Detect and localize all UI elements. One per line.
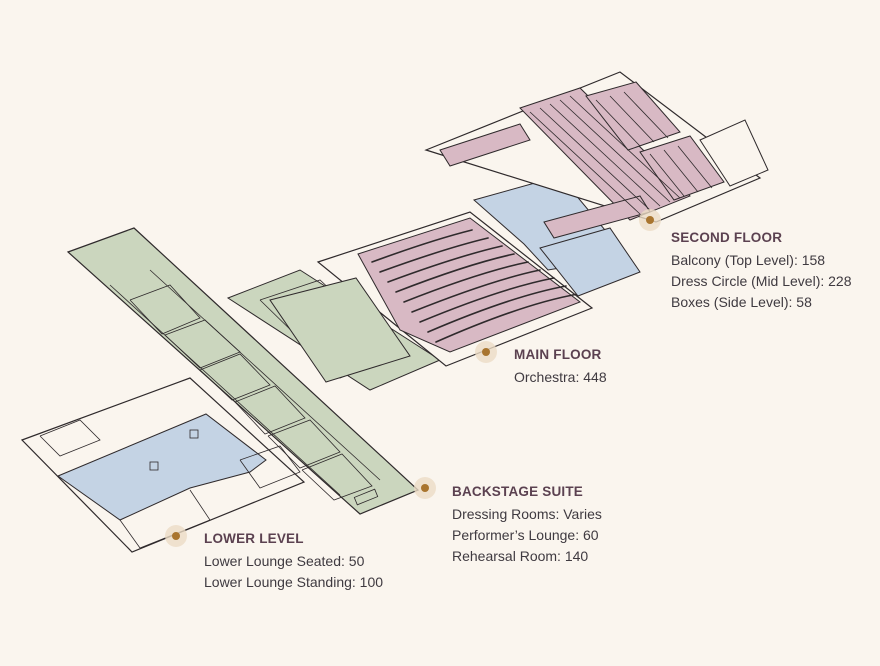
lobby-area <box>472 175 641 297</box>
label-line: Orchestra: 448 <box>514 369 607 385</box>
lower-level-area <box>20 377 306 553</box>
label-main-floor: MAIN FLOOR Orchestra: 448 <box>514 347 607 388</box>
main-floor-area <box>269 211 594 383</box>
label-heading: SECOND FLOOR <box>671 230 783 245</box>
label-second-floor: SECOND FLOOR Balcony (Top Level): 158 Dr… <box>671 230 852 313</box>
label-line: Dress Circle (Mid Level): 228 <box>671 273 852 289</box>
label-line: Lower Lounge Seated: 50 <box>204 553 365 569</box>
label-line: Rehearsal Room: 140 <box>452 548 589 564</box>
label-line: Lower Lounge Standing: 100 <box>204 574 384 590</box>
label-line: Performer’s Lounge: 60 <box>452 527 599 543</box>
label-heading: LOWER LEVEL <box>204 531 304 546</box>
label-line: Boxes (Side Level): 58 <box>671 294 812 310</box>
marker-lower-level <box>165 525 187 547</box>
second-floor-area <box>424 71 769 239</box>
label-backstage-suite: BACKSTAGE SUITE Dressing Rooms: Varies P… <box>452 484 602 567</box>
label-line: Balcony (Top Level): 158 <box>671 252 826 268</box>
label-line: Dressing Rooms: Varies <box>452 506 602 522</box>
marker-backstage-suite <box>414 477 436 499</box>
marker-second-floor <box>639 209 661 231</box>
label-heading: BACKSTAGE SUITE <box>452 484 584 499</box>
label-lower-level: LOWER LEVEL Lower Lounge Seated: 50 Lowe… <box>204 531 383 593</box>
label-heading: MAIN FLOOR <box>514 347 602 362</box>
marker-main-floor <box>475 341 497 363</box>
